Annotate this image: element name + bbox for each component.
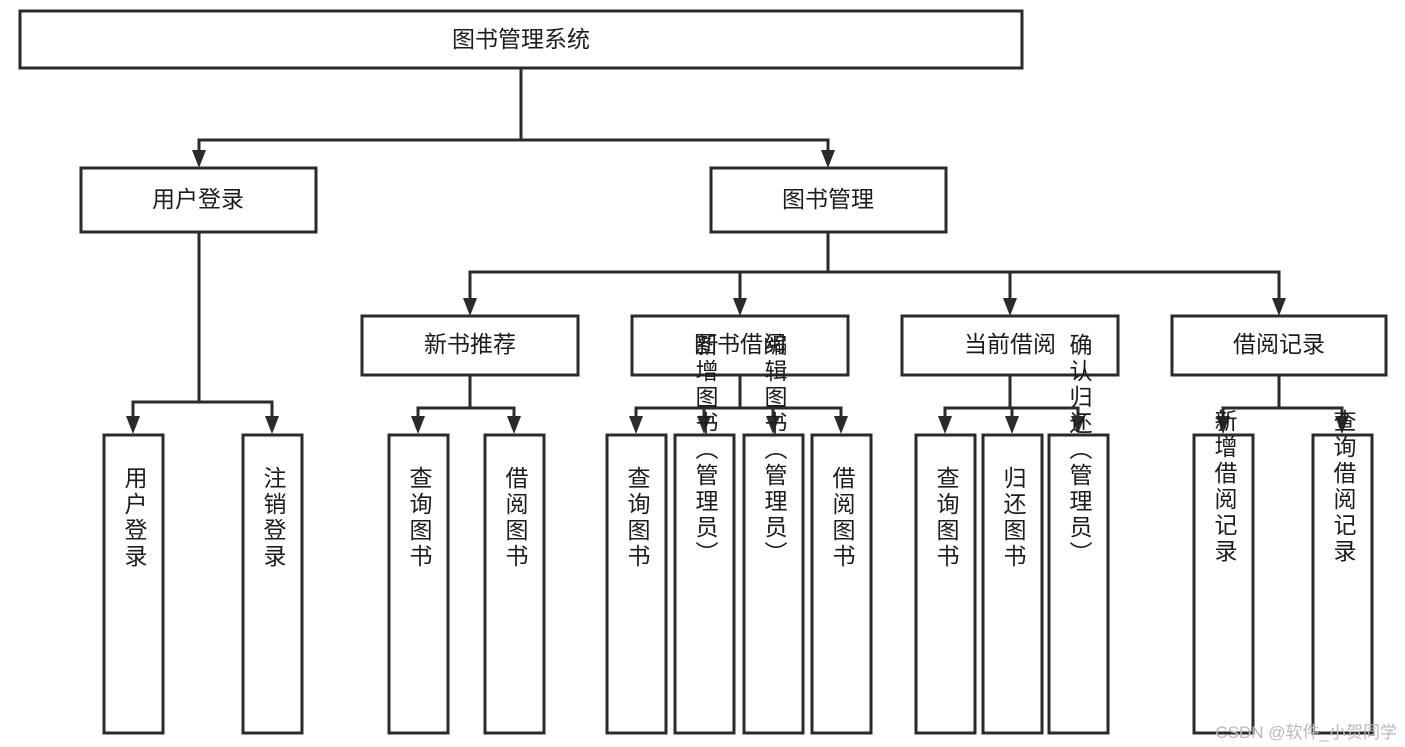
node-leaf-add-record-label: 新增借阅记录 [1211, 409, 1238, 565]
node-leaf-query-book-2-box[interactable] [605, 433, 668, 735]
node-leaf-confirm-return-box[interactable] [1047, 433, 1110, 735]
node-root-box[interactable] [18, 9, 1024, 70]
node-root[interactable]: 图书管理系统 [18, 9, 1024, 70]
node-current-borrow[interactable]: 当前借阅 [900, 314, 1120, 377]
node-user-login-label: 用户登录 [152, 186, 244, 212]
connector-root-to-level2 [192, 68, 835, 168]
node-current-borrow-box[interactable] [900, 314, 1120, 377]
node-leaf-query-book-3-label: 查询图书 [933, 466, 960, 570]
node-leaf-borrow-book-1[interactable]: 借阅图书 [483, 433, 546, 735]
node-leaf-borrow-book-1-box[interactable] [483, 433, 546, 735]
node-leaf-query-book-2[interactable]: 查询图书 [605, 433, 668, 735]
node-current-borrow-label: 当前借阅 [964, 331, 1056, 357]
node-borrow-record-box[interactable] [1170, 314, 1388, 377]
node-leaf-query-record-box[interactable] [1311, 433, 1374, 735]
node-leaf-query-book-2-label: 查询图书 [624, 466, 651, 570]
node-leaf-add-record-box[interactable] [1192, 433, 1255, 735]
node-leaf-borrow-book-2-box[interactable] [810, 433, 873, 735]
connector-bookborrow-to-leaves [629, 375, 848, 434]
node-new-book-recommend-box[interactable] [360, 314, 580, 377]
node-borrow-record-label: 借阅记录 [1233, 331, 1325, 357]
node-leaf-query-book-1[interactable]: 查询图书 [387, 433, 450, 735]
node-leaf-confirm-return-label: 确认归还（管理员） [1066, 333, 1093, 567]
node-leaf-query-record[interactable]: 查询借阅记录 [1311, 409, 1374, 735]
node-leaf-borrow-book-2-label: 借阅图书 [829, 466, 856, 570]
node-user-login[interactable]: 用户登录 [79, 166, 318, 234]
node-leaf-user-login-label: 用户登录 [121, 466, 148, 570]
node-user-login-box[interactable] [79, 166, 318, 234]
node-leaf-query-book-3[interactable]: 查询图书 [914, 433, 977, 735]
node-leaf-edit-book-label: 编辑图书（管理员） [761, 333, 788, 567]
node-leaf-borrow-book-2[interactable]: 借阅图书 [810, 433, 873, 735]
node-leaf-add-book-box[interactable] [673, 433, 736, 735]
node-leaf-query-book-1-box[interactable] [387, 433, 450, 735]
node-leaf-query-book-3-box[interactable] [914, 433, 977, 735]
node-book-management[interactable]: 图书管理 [709, 166, 948, 234]
connectors [126, 68, 1349, 434]
node-leaf-edit-book-box[interactable] [742, 433, 805, 735]
connector-bookmanagement-to-level3 [463, 232, 1286, 316]
node-leaf-user-login-box[interactable] [102, 433, 165, 735]
node-leaf-add-record[interactable]: 新增借阅记录 [1192, 409, 1255, 735]
connector-newbook-to-leaves [411, 375, 521, 434]
node-leaf-user-logout-box[interactable] [241, 433, 304, 735]
node-leaf-return-book[interactable]: 归还图书 [981, 433, 1044, 735]
node-leaf-query-book-1-label: 查询图书 [406, 466, 433, 570]
connector-userlogin-to-leaves [126, 232, 279, 434]
node-book-borrow-label: 图书借阅 [694, 331, 786, 357]
node-new-book-recommend-label: 新书推荐 [424, 331, 516, 357]
node-leaf-query-record-label: 查询借阅记录 [1330, 409, 1357, 565]
node-leaf-user-logout-label: 注销登录 [260, 466, 287, 570]
connector-borrowrecord-to-leaves [1216, 375, 1349, 434]
node-borrow-record[interactable]: 借阅记录 [1170, 314, 1388, 377]
node-leaf-user-logout[interactable]: 注销登录 [241, 433, 304, 735]
node-book-borrow[interactable]: 图书借阅 [630, 314, 850, 377]
node-book-management-label: 图书管理 [782, 186, 874, 212]
node-leaf-add-book[interactable]: 新增图书（管理员） [673, 333, 736, 735]
node-leaf-edit-book[interactable]: 编辑图书（管理员） [742, 333, 805, 735]
node-leaf-add-book-label: 新增图书（管理员） [692, 333, 719, 567]
node-leaf-confirm-return[interactable]: 确认归还（管理员） [1047, 333, 1110, 735]
node-leaf-return-book-label: 归还图书 [1000, 466, 1027, 570]
node-new-book-recommend[interactable]: 新书推荐 [360, 314, 580, 377]
connector-currentborrow-to-leaves [938, 375, 1085, 434]
node-root-label: 图书管理系统 [452, 26, 590, 52]
node-leaf-return-book-box[interactable] [981, 433, 1044, 735]
node-book-borrow-box[interactable] [630, 314, 850, 377]
csdn-watermark: CSDN @软件_小贺同学 [1215, 723, 1397, 742]
node-leaf-borrow-book-1-label: 借阅图书 [502, 466, 529, 570]
node-book-management-box[interactable] [709, 166, 948, 234]
node-leaf-user-login[interactable]: 用户登录 [102, 433, 165, 735]
